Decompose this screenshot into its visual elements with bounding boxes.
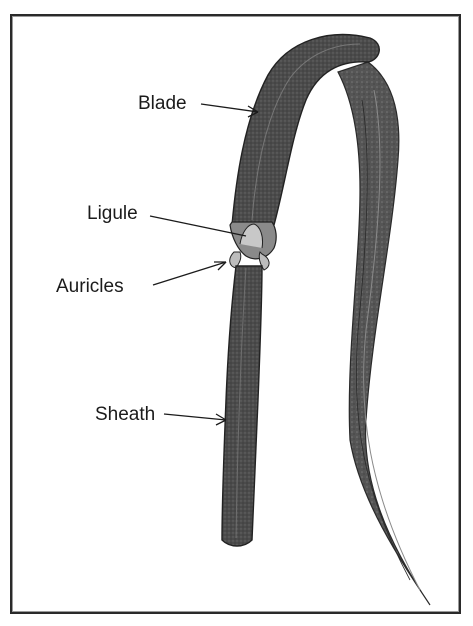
auricles-pointer <box>153 262 226 285</box>
blade-label: Blade <box>138 93 187 114</box>
leaf-sheath <box>222 266 262 546</box>
auricles-label: Auricles <box>56 276 124 297</box>
sheath-label: Sheath <box>95 404 155 425</box>
blade-pointer <box>201 104 258 117</box>
ligule-label: Ligule <box>87 203 138 224</box>
sheath-pointer <box>164 414 226 425</box>
